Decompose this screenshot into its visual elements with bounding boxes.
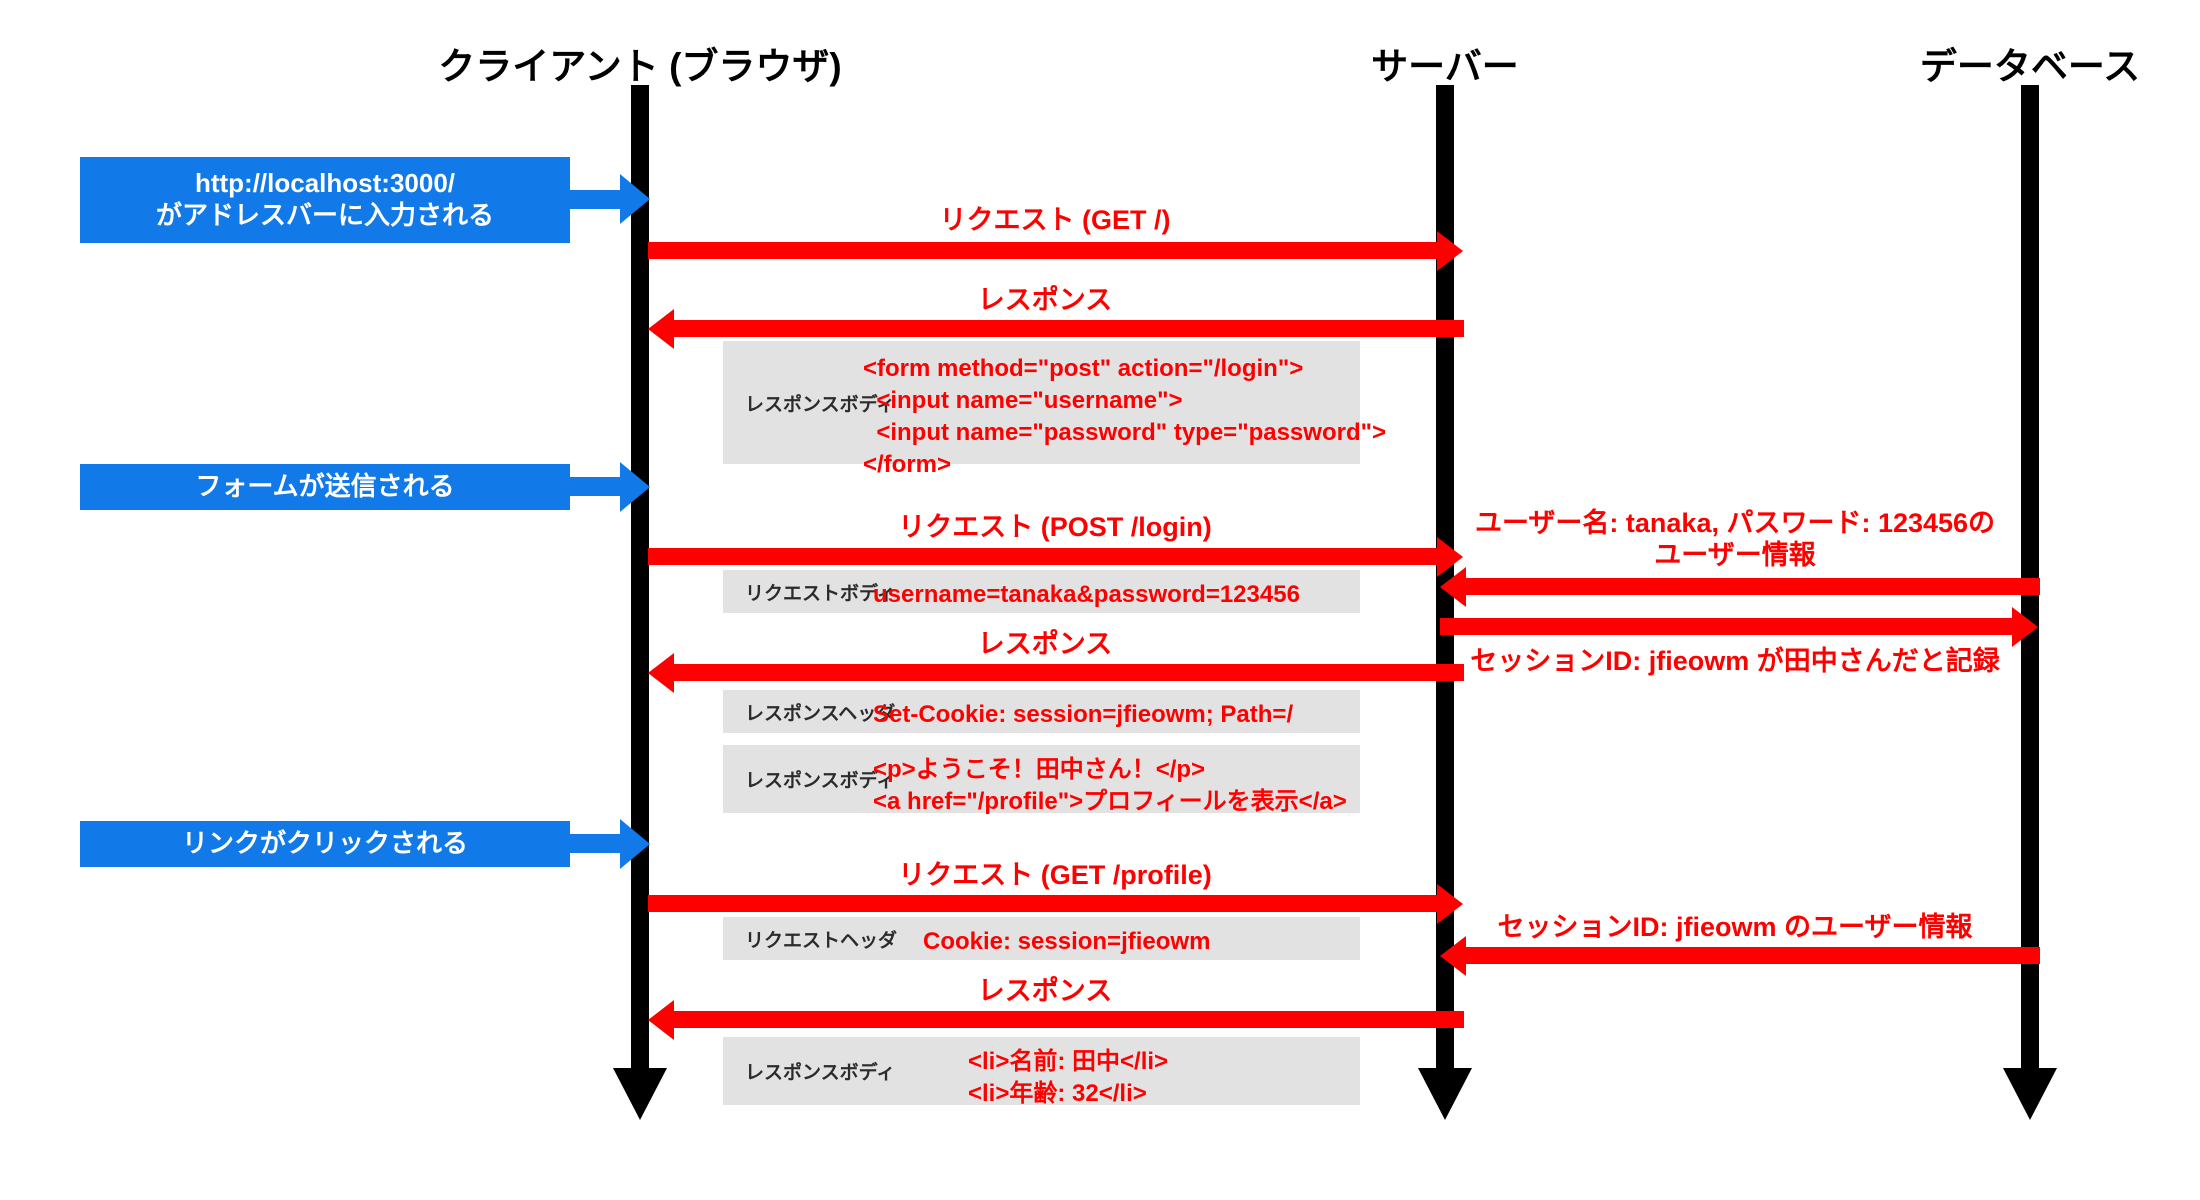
message-arrowhead: [1437, 231, 1463, 271]
payload-label: レスポンスボディ: [745, 1062, 896, 1084]
callout-form-submitted-box: フォームが送信される: [80, 464, 570, 510]
message-shaft: [674, 664, 1464, 681]
payload-response-body-login-form: レスポンスボディ <form method="post" action="/lo…: [723, 341, 1386, 478]
callout-line-1: フォームが送信される: [195, 471, 455, 502]
message-shaft: [648, 895, 1440, 912]
payload-label: レスポンスヘッダ: [745, 703, 896, 724]
callout-url-entered-stem: [566, 190, 626, 209]
lifeline-end-arrow-client: [613, 1068, 667, 1120]
message-shaft: [648, 242, 1440, 259]
callout-link-clicked-text: リンクがクリックされる: [182, 828, 468, 860]
callout-form-submitted-arrowhead: [620, 462, 650, 512]
lifeline-client: [631, 85, 649, 1073]
callout-link-clicked-stem: [566, 834, 626, 853]
callout-link-clicked-arrowhead: [620, 819, 650, 869]
message-label-res-profile: レスポンス: [977, 976, 1113, 1006]
payload-label: レスポンスボディ: [745, 394, 896, 415]
callout-link-clicked-box: リンクがクリックされる: [80, 821, 570, 867]
callout-form-submitted-stem: [566, 477, 626, 496]
message-arrowhead: [1437, 884, 1463, 924]
message-shaft: [648, 548, 1440, 565]
message-arrowhead: [648, 1000, 674, 1040]
payload-code: <li>名前: 田中</li> <li>年齢: 32</li>: [968, 1048, 1169, 1107]
payload-label: リクエストヘッダ: [745, 930, 898, 951]
message-label-req-get-root: リクエスト (GET /): [939, 205, 1171, 235]
callout-url-entered-text: http://localhost:3000/ がアドレスバーに入力される: [156, 168, 494, 231]
payload-label: レスポンスボディ: [745, 770, 896, 792]
payload-response-body-welcome: レスポンスボディ <p>ようこそ！田中さん！</p> <a href="/pro…: [723, 745, 1360, 815]
message-shaft: [1466, 947, 2040, 964]
message-shaft: [674, 320, 1464, 337]
callout-url-entered-arrowhead: [620, 174, 650, 224]
message-label-db-lookup-user: ユーザー名: tanaka, パスワード: 123456の ユーザー情報: [1435, 508, 2035, 572]
message-arrowhead: [648, 653, 674, 693]
actor-label-server: サーバー: [1371, 46, 1519, 87]
message-shaft: [674, 1011, 1464, 1028]
message-shaft: [1440, 618, 2015, 635]
payload-code: username=tanaka&password=123456: [873, 581, 1300, 608]
payload-code: Set-Cookie: session=jfieowm; Path=/: [873, 701, 1294, 728]
callout-form-submitted-text: フォームが送信される: [195, 471, 454, 503]
message-arrowhead: [648, 309, 674, 349]
payload-code centered: Cookie: session=jfieowm: [923, 928, 1211, 955]
payload-request-header-cookie: リクエストヘッダ Cookie: session=jfieowm: [723, 917, 1360, 960]
payload-request-body-credentials: リクエストボディ username=tanaka&password=123456: [723, 570, 1360, 613]
payload-code: <p>ようこそ！田中さん！</p> <a href="/profile">プロフ…: [873, 756, 1347, 815]
message-label-db-store-session: セッションID: jfieowm が田中さんだと記録: [1470, 646, 2000, 676]
message-shaft: [1466, 578, 2040, 595]
actor-label-client: クライアント (ブラウザ): [438, 46, 842, 87]
message-arrowhead: [2012, 607, 2038, 647]
lifeline-end-arrow-database: [2003, 1068, 2057, 1120]
callout-url-entered-box: http://localhost:3000/ がアドレスバーに入力される: [80, 157, 570, 243]
payload-code: <form method="post" action="/login"> <in…: [863, 355, 1386, 478]
message-label-res-root: レスポンス: [977, 285, 1113, 315]
message-arrowhead: [1440, 567, 1466, 607]
message-label-db-fetch-session: セッションID: jfieowm のユーザー情報: [1497, 912, 1973, 942]
lifeline-end-arrow-server: [1418, 1068, 1472, 1120]
payload-response-header-set-cookie: レスポンスヘッダ Set-Cookie: session=jfieowm; Pa…: [723, 690, 1360, 733]
callout-line-1: リンクがクリックされる: [181, 828, 468, 859]
payload-response-body-profile: レスポンスボディ <li>名前: 田中</li> <li>年齢: 32</li>: [723, 1037, 1360, 1107]
callout-line-2: がアドレスバーに入力される: [155, 200, 494, 230]
message-label-line-1: ユーザー名: tanaka, パスワード: 123456の: [1474, 508, 1996, 538]
message-label-req-get-profile: リクエスト (GET /profile): [898, 860, 1212, 890]
message-label-line-2: ユーザー情報: [1654, 539, 1816, 570]
actor-label-database: データベース: [1919, 46, 2141, 87]
message-arrowhead: [1440, 936, 1466, 976]
callout-line-1: http://localhost:3000/: [194, 168, 456, 199]
payload-label: リクエストボディ: [745, 583, 896, 604]
message-label-res-login: レスポンス: [977, 629, 1113, 659]
message-label-req-post-login: リクエスト (POST /login): [898, 512, 1212, 542]
